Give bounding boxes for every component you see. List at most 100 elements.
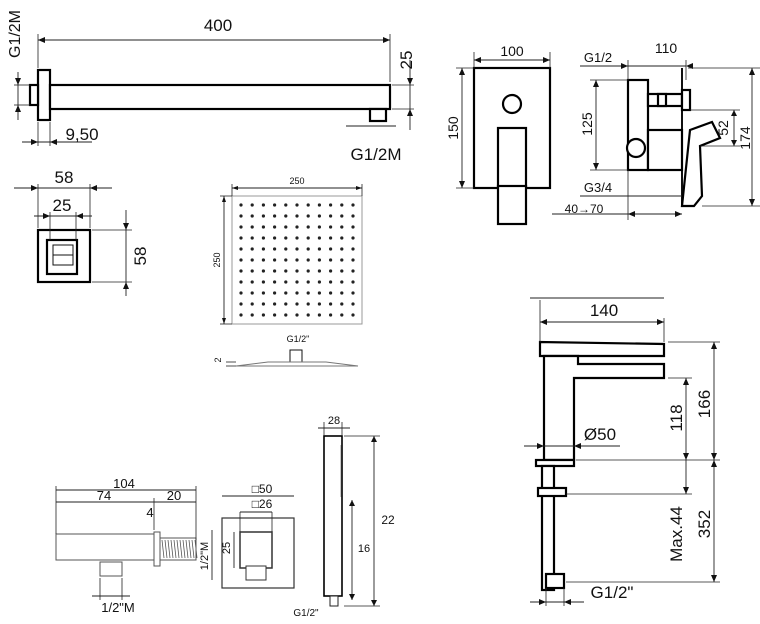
rain-head-nozzle xyxy=(329,236,333,240)
mixer-plate-width-label: 100 xyxy=(500,43,524,59)
mixer-plate-drawing: 100 150 xyxy=(445,43,552,226)
rain-head-height-label: 250 xyxy=(212,252,222,267)
rain-head-nozzle xyxy=(351,236,355,240)
rain-head-connector xyxy=(289,349,303,363)
basin-mixer-118-label: 118 xyxy=(667,404,686,431)
wall-outlet-square-outer-label: □50 xyxy=(252,482,273,496)
basin-mixer-hose-end xyxy=(544,572,566,590)
rain-head-nozzle xyxy=(295,280,299,284)
wall-outlet-body-label: 74 xyxy=(97,488,111,503)
basin-mixer-shank xyxy=(540,464,556,592)
thread-line xyxy=(188,539,192,559)
mixer-side-handle xyxy=(680,120,722,208)
rain-head-nozzle xyxy=(273,236,277,240)
rain-head-nozzle xyxy=(261,203,265,207)
rain-head-nozzle xyxy=(329,280,333,284)
wall-outlet-thread-outline xyxy=(159,537,197,561)
rain-head-nozzle xyxy=(284,236,288,240)
rain-head-nozzle xyxy=(340,280,344,284)
thread-line xyxy=(185,539,189,559)
rain-head-nozzle xyxy=(250,236,254,240)
hand-shower-nozzle xyxy=(340,487,342,489)
shower-arm-offset-label: 9,50 xyxy=(65,125,98,144)
hand-shower-drawing: 28 22 16 G1/2" xyxy=(293,415,395,619)
rain-head-nozzle xyxy=(317,214,321,218)
wall-flange-drawing: 58 25 58 xyxy=(14,168,150,296)
rain-head-nozzle xyxy=(273,203,277,207)
shower-arm-drawing: 400 25 G1/2M 9,50 G1/2M xyxy=(7,10,416,164)
mixer-side-range-label: 40→70 xyxy=(565,202,604,216)
rain-head-nozzle xyxy=(295,203,299,207)
wall-outlet-25-label: 25 xyxy=(221,542,233,554)
hand-shower-nozzle xyxy=(340,449,342,451)
basin-mixer-352-label: 352 xyxy=(695,510,714,538)
wall-outlet-inner-square xyxy=(239,531,273,569)
rain-head-nozzle xyxy=(250,258,254,262)
hand-shower-nozzle xyxy=(340,481,342,483)
rain-head-nozzle xyxy=(273,291,277,295)
thread-line xyxy=(167,539,171,559)
rain-head-nozzle xyxy=(284,302,288,306)
rain-head-nozzle xyxy=(239,258,243,262)
mixer-side-drawing: G1/2 110 125 52 174 G3/4 40→70 xyxy=(552,40,760,220)
hand-shower-nozzle xyxy=(340,445,342,447)
basin-mixer-spout-top xyxy=(538,340,666,358)
rain-head-nozzle xyxy=(306,258,310,262)
rain-head-nozzle xyxy=(317,280,321,284)
rain-head-nozzle xyxy=(250,203,254,207)
rain-head-nozzle xyxy=(351,313,355,317)
rain-head-nozzle xyxy=(273,258,277,262)
hand-shower-nozzle xyxy=(340,495,342,497)
rain-head-nozzle xyxy=(284,225,288,229)
hand-shower-16-label: 16 xyxy=(358,543,370,555)
rain-head-nozzle xyxy=(250,214,254,218)
thread-line xyxy=(191,539,195,559)
rain-head-nozzle xyxy=(261,258,265,262)
rain-head-nozzle xyxy=(250,269,254,273)
mixer-side-174-label: 174 xyxy=(737,126,753,150)
wall-flange-height-label: 58 xyxy=(131,247,150,266)
basin-mixer-drawing: 140 Ø50 118 166 Max.44 352 G1/2" xyxy=(524,297,720,606)
rain-head-nozzle xyxy=(295,214,299,218)
hand-shower-nozzle xyxy=(340,493,342,495)
hand-shower-nozzle xyxy=(340,463,342,465)
hand-shower-nozzle xyxy=(340,465,342,467)
wall-outlet-body xyxy=(55,533,155,561)
rain-head-nozzle xyxy=(284,291,288,295)
shower-arm-thread-left-label: G1/2M xyxy=(7,10,24,58)
rain-head-nozzle xyxy=(306,302,310,306)
hand-shower-nozzle xyxy=(340,479,342,481)
rain-head-nozzle xyxy=(284,269,288,273)
rain-head-nozzle xyxy=(317,236,321,240)
hand-shower-connector xyxy=(329,595,339,607)
rain-head-nozzle xyxy=(295,313,299,317)
rain-head-nozzle xyxy=(306,225,310,229)
mixer-plate-height-label: 150 xyxy=(445,116,461,140)
mixer-diverter-knob xyxy=(501,93,523,115)
rain-head-nozzle xyxy=(317,225,321,229)
rain-head-nozzle xyxy=(273,280,277,284)
wall-flange-outer-label: 58 xyxy=(55,168,74,187)
hand-shower-nozzle xyxy=(340,467,342,469)
wall-outlet-square-inner-label: □26 xyxy=(252,497,273,511)
hand-shower-nozzle xyxy=(340,483,342,485)
shower-arm-outlet xyxy=(368,107,388,123)
rain-head-nozzle xyxy=(261,280,265,284)
mixer-side-depth-label: 110 xyxy=(655,40,678,56)
rain-head-nozzle xyxy=(284,214,288,218)
hand-shower-length-label: 22 xyxy=(381,513,395,527)
rain-head-nozzle xyxy=(351,214,355,218)
shower-arm-height-label: 25 xyxy=(397,51,416,70)
rain-head-nozzle xyxy=(340,225,344,229)
rain-head-nozzle xyxy=(351,291,355,295)
mixer-handle-lower xyxy=(496,184,528,226)
basin-mixer-166-label: 166 xyxy=(695,390,714,418)
hand-shower-thread-label: G1/2" xyxy=(293,608,319,619)
hand-shower-nozzle xyxy=(340,473,342,475)
wall-outlet-gap-label: 4 xyxy=(146,505,153,520)
rain-head-nozzle xyxy=(317,247,321,251)
wall-outlet-total-label: 104 xyxy=(113,476,135,491)
basin-mixer-max-label: Max.44 xyxy=(667,506,686,562)
hand-shower-nozzle xyxy=(340,447,342,449)
